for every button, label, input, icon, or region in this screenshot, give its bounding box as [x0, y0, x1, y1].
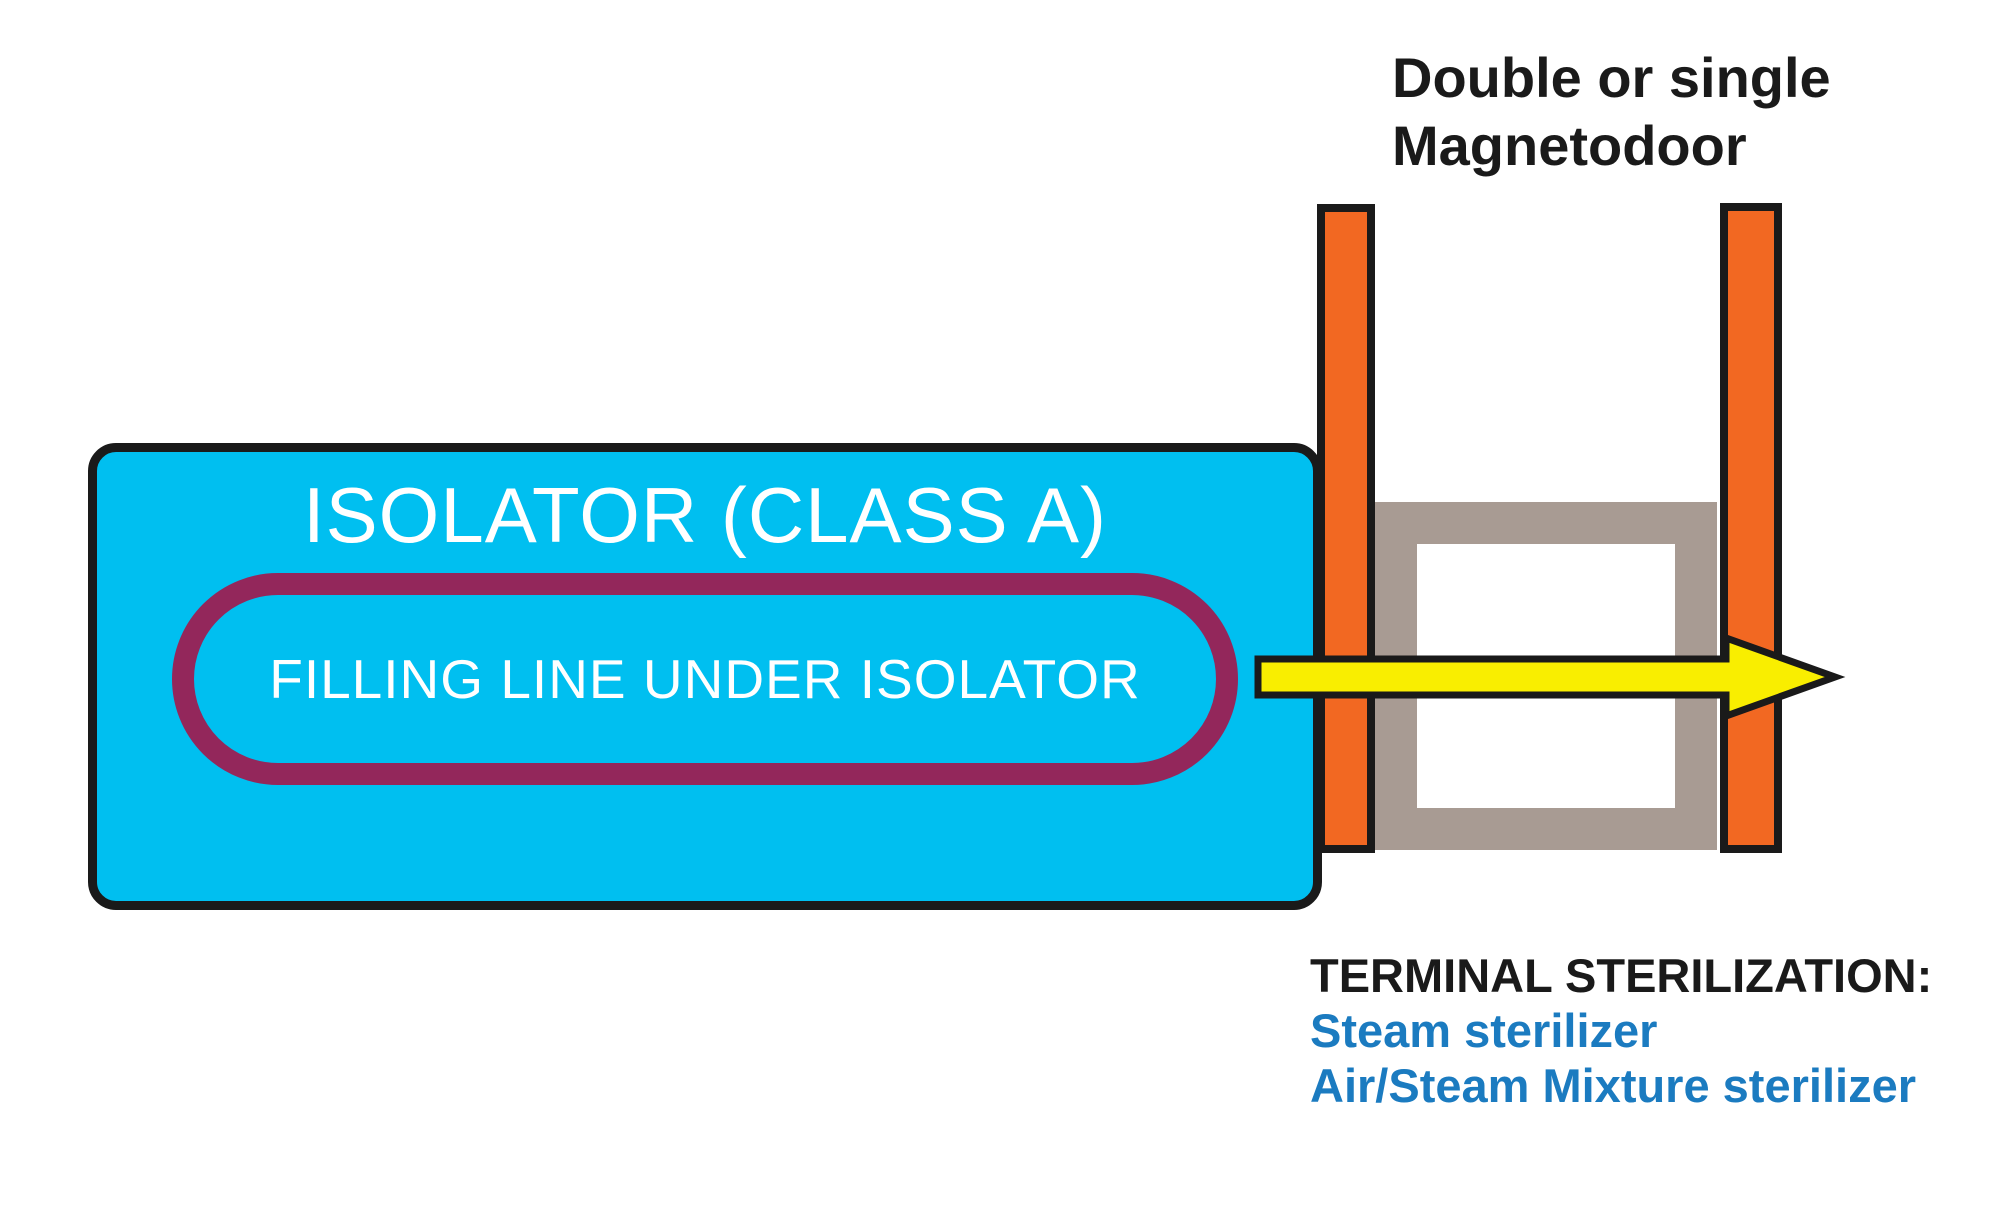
- isolator-title: ISOLATOR (CLASS A): [302, 471, 1108, 559]
- magnetodoor-left-bar: [1317, 204, 1375, 853]
- filling-line-ring: FILLING LINE UNDER ISOLATOR: [172, 573, 1238, 785]
- terminal-sterilization-block: TERMINAL STERILIZATION: Steam sterilizer…: [1310, 948, 1932, 1113]
- isolator-box: ISOLATOR (CLASS A) FILLING LINE UNDER IS…: [88, 443, 1322, 910]
- magnetodoor-heading: Double or single Magnetodoor: [1392, 44, 1831, 180]
- magnetodoor-heading-line2: Magnetodoor: [1392, 114, 1747, 177]
- filling-line-label: FILLING LINE UNDER ISOLATOR: [269, 648, 1141, 710]
- terminal-sterilization-heading: TERMINAL STERILIZATION:: [1310, 949, 1933, 1002]
- sterilizer-item-air-steam: Air/Steam Mixture sterilizer: [1310, 1059, 1916, 1112]
- sterilizer-port-frame: [1375, 502, 1717, 850]
- sterilizer-item-steam: Steam sterilizer: [1310, 1004, 1658, 1057]
- magnetodoor-right-bar: [1720, 203, 1782, 853]
- magnetodoor-heading-line1: Double or single: [1392, 46, 1831, 109]
